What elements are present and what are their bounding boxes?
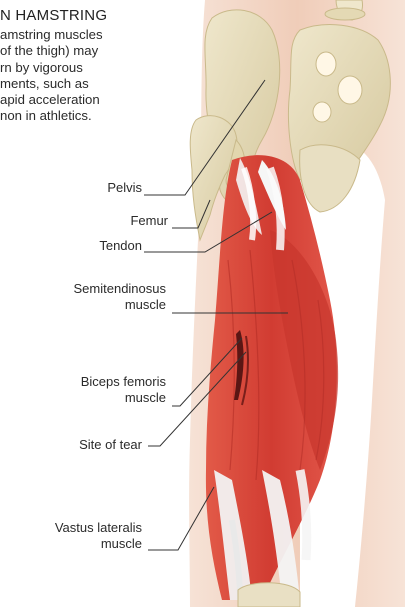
intro-line: apid acceleration [0, 92, 190, 108]
label-line: Biceps femoris [81, 374, 166, 390]
label-line: Semitendinosus [74, 281, 167, 297]
intro-line: non in athletics. [0, 108, 190, 124]
label-line: muscle [74, 297, 167, 313]
intro-text: amstring muscles of the thigh) may rn by… [0, 27, 190, 125]
label-line: Vastus lateralis [55, 520, 142, 536]
label-site-of-tear: Site of tear [79, 437, 142, 453]
label-biceps-femoris: Biceps femoris muscle [81, 374, 166, 406]
intro-line: ments, such as [0, 76, 190, 92]
hamstring-muscles [206, 155, 338, 607]
label-pelvis: Pelvis [107, 180, 142, 196]
label-line: muscle [55, 536, 142, 552]
label-semitendinosus: Semitendinosus muscle [74, 281, 167, 313]
intro-line: of the thigh) may [0, 43, 190, 59]
intro-line: rn by vigorous [0, 60, 190, 76]
label-femur: Femur [130, 213, 168, 229]
heading: N HAMSTRING [0, 7, 107, 24]
intro-line: amstring muscles [0, 27, 190, 43]
label-line: muscle [81, 390, 166, 406]
label-tendon: Tendon [99, 238, 142, 254]
label-vastus-lateralis: Vastus lateralis muscle [55, 520, 142, 552]
